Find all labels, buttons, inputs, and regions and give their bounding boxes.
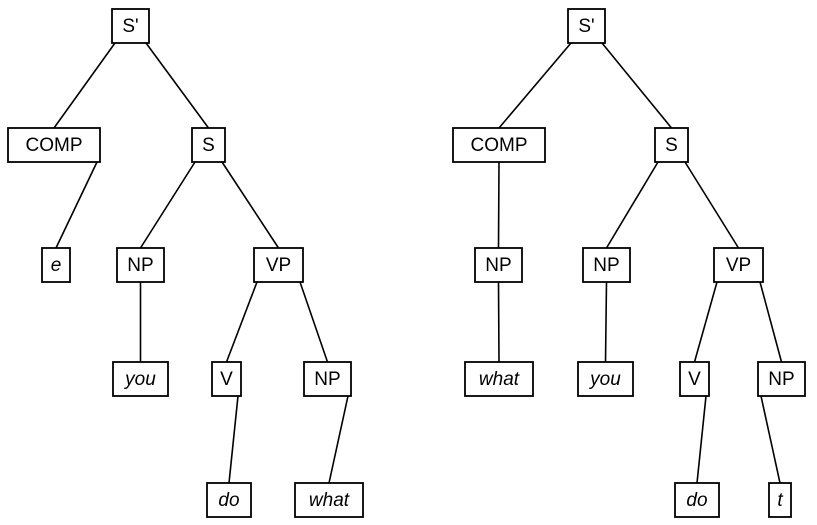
tree-edge bbox=[498, 42, 572, 129]
node-label: what bbox=[309, 490, 350, 511]
node-label: do bbox=[218, 490, 239, 511]
tree-edge bbox=[299, 281, 329, 363]
tree-node-np: NP bbox=[757, 361, 806, 397]
node-label: COMP bbox=[471, 135, 528, 156]
node-box bbox=[582, 247, 631, 283]
node-label: VP bbox=[266, 255, 291, 276]
tree-edge bbox=[55, 161, 98, 249]
node-box bbox=[674, 482, 720, 518]
node-label: VP bbox=[726, 255, 751, 276]
node-label: COMP bbox=[26, 135, 83, 156]
tree-edge bbox=[497, 281, 500, 363]
tree-edge bbox=[684, 161, 740, 249]
tree-node-comp: COMP bbox=[452, 127, 546, 163]
node-box bbox=[757, 361, 806, 397]
node-box bbox=[464, 361, 534, 397]
node-label: do bbox=[686, 490, 707, 511]
tree-edge bbox=[221, 161, 280, 249]
tree-edge bbox=[605, 161, 659, 249]
node-box bbox=[713, 247, 764, 283]
node-box bbox=[253, 247, 304, 283]
node-box bbox=[41, 247, 71, 283]
node-label: V bbox=[220, 369, 233, 390]
node-box bbox=[577, 361, 634, 397]
tree-node-t: t bbox=[768, 482, 792, 518]
node-box bbox=[211, 361, 242, 397]
node-label: NP bbox=[485, 255, 511, 276]
node-box bbox=[303, 361, 352, 397]
node-label: S' bbox=[578, 16, 594, 37]
tree-edge bbox=[760, 395, 781, 484]
node-box bbox=[191, 127, 226, 163]
tree-node-np: NP bbox=[582, 247, 631, 283]
node-box bbox=[679, 361, 710, 397]
tree-edge bbox=[601, 42, 673, 129]
node-label: t bbox=[777, 490, 783, 511]
tree-node-vp: VP bbox=[713, 247, 764, 283]
tree-edge bbox=[225, 281, 258, 363]
node-label: V bbox=[688, 369, 701, 390]
deep-structure-tree-edges bbox=[53, 42, 349, 484]
node-label: NP bbox=[314, 369, 340, 390]
tree-edge bbox=[759, 281, 783, 363]
node-label: what bbox=[479, 369, 520, 390]
tree-node-what: what bbox=[464, 361, 534, 397]
node-label: S bbox=[665, 135, 678, 156]
tree-node-np: NP bbox=[116, 247, 165, 283]
node-box bbox=[654, 127, 689, 163]
node-label: you bbox=[123, 369, 156, 390]
node-label: S' bbox=[122, 16, 138, 37]
tree-node-you: you bbox=[112, 361, 169, 397]
tree-edge bbox=[497, 161, 500, 249]
node-box bbox=[768, 482, 792, 518]
tree-node-do: do bbox=[674, 482, 720, 518]
tree-edge bbox=[139, 161, 196, 249]
tree-node-s: S bbox=[654, 127, 689, 163]
tree-node-vp: VP bbox=[253, 247, 304, 283]
node-box bbox=[206, 482, 252, 518]
surface-structure-tree-nodes: S' COMP S NP NP VP what you V NP do t bbox=[452, 8, 806, 518]
tree-edge bbox=[696, 395, 707, 484]
tree-node-do: do bbox=[206, 482, 252, 518]
node-box bbox=[474, 247, 523, 283]
node-box bbox=[294, 482, 364, 518]
node-box bbox=[567, 8, 606, 44]
tree-edge bbox=[53, 42, 116, 129]
tree-edge bbox=[693, 281, 718, 363]
node-label: NP bbox=[127, 255, 153, 276]
node-label: NP bbox=[593, 255, 619, 276]
edges-layer bbox=[53, 42, 783, 484]
tree-node-np: NP bbox=[474, 247, 523, 283]
node-label: you bbox=[588, 369, 621, 390]
tree-edge bbox=[328, 395, 349, 484]
tree-node-sbar: S' bbox=[111, 8, 150, 44]
tree-node-np: NP bbox=[303, 361, 352, 397]
tree-node-you: you bbox=[577, 361, 634, 397]
node-label: NP bbox=[768, 369, 794, 390]
node-box bbox=[116, 247, 165, 283]
surface-structure-tree-edges bbox=[497, 42, 783, 484]
node-box bbox=[111, 8, 150, 44]
node-box bbox=[7, 127, 101, 163]
tree-edge bbox=[604, 281, 608, 363]
node-label: e bbox=[51, 255, 62, 276]
tree-node-comp: COMP bbox=[7, 127, 101, 163]
tree-node-s: S bbox=[191, 127, 226, 163]
node-box bbox=[452, 127, 546, 163]
node-label: S bbox=[202, 135, 215, 156]
tree-node-what: what bbox=[294, 482, 364, 518]
tree-edge bbox=[145, 42, 210, 129]
tree-node-e: e bbox=[41, 247, 71, 283]
tree-node-v: V bbox=[211, 361, 242, 397]
node-box bbox=[112, 361, 169, 397]
tree-edge bbox=[228, 395, 239, 484]
tree-node-sbar: S' bbox=[567, 8, 606, 44]
tree-node-v: V bbox=[679, 361, 710, 397]
